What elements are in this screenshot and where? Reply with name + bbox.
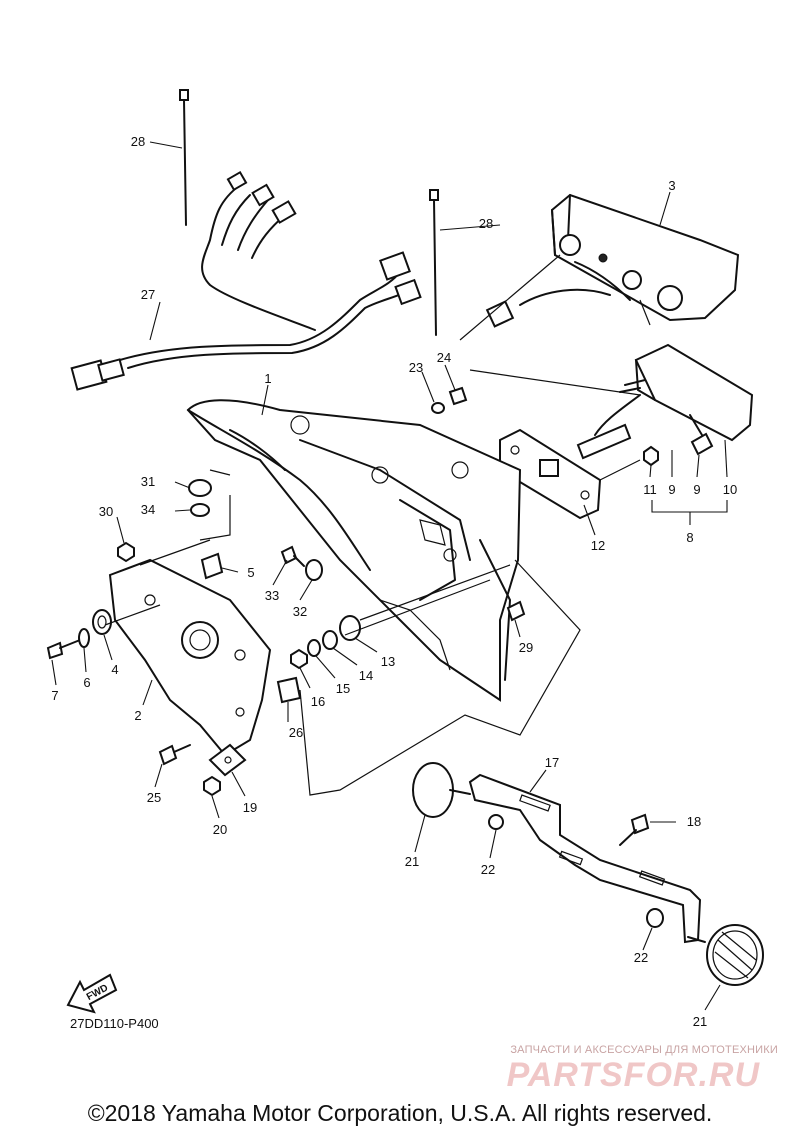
cable-tie-upper [179,89,189,226]
callout-25: 25 [147,790,161,805]
callout-30: 30 [99,504,113,519]
callout-19: 19 [243,800,257,815]
side-plate [108,558,272,777]
callout-21b: 21 [693,1014,707,1029]
callout-23: 23 [409,360,423,375]
callout-26: 26 [289,725,303,740]
callout-numbers: 1 2 3 4 5 6 7 8 9 9 10 11 12 13 14 15 16… [51,134,737,1029]
callout-14: 14 [359,668,373,683]
fwd-arrow: FWD [66,973,118,1014]
callout-32: 32 [293,604,307,619]
watermark-tagline: ЗАПЧАСТИ И АКСЕССУАРЫ ДЛЯ МОТОТЕХНИКИ [510,1044,778,1056]
reflector-right [687,924,764,986]
callout-34: 34 [141,502,155,517]
cable-tie-lower [429,189,439,336]
callout-20: 20 [213,822,227,837]
callout-22a: 22 [481,862,495,877]
callout-17: 17 [545,755,559,770]
callout-31: 31 [141,474,155,489]
callout-18: 18 [687,814,701,829]
callout-7: 7 [51,688,58,703]
watermark-logo: PARTSFOR.RU [506,1056,760,1094]
callout-2: 2 [134,708,141,723]
callout-11: 11 [643,482,657,497]
callout-5: 5 [247,565,254,580]
hardware-bolts [46,386,659,797]
callout-9a: 9 [668,482,675,497]
callout-21a: 21 [405,854,419,869]
callout-9b: 9 [693,482,700,497]
callout-24: 24 [437,350,451,365]
leader-lines [51,141,728,1011]
license-light [499,343,754,520]
callout-28a: 28 [131,134,145,149]
callout-29: 29 [519,640,533,655]
rear-fender-bracket [186,399,522,702]
callout-15: 15 [336,681,350,696]
callout-12: 12 [591,538,605,553]
callout-16: 16 [311,694,325,709]
wire-harness [70,170,422,391]
copyright-notice: ©2018 Yamaha Motor Corporation, U.S.A. A… [87,1100,713,1126]
reflector-left [412,762,471,818]
callout-4: 4 [111,662,118,677]
reflector-bracket [468,773,702,944]
callout-8: 8 [686,530,693,545]
callout-1: 1 [264,371,271,386]
callout-6: 6 [83,675,90,690]
callout-13: 13 [381,654,395,669]
diagram-code: 27DD110-P400 [70,1016,159,1031]
callout-10: 10 [723,482,737,497]
callout-33: 33 [265,588,279,603]
callout-27: 27 [141,287,155,302]
assembly-lines [104,254,641,796]
callout-22b: 22 [634,950,648,965]
callout-3: 3 [668,178,675,193]
callout-28b: 28 [479,216,493,231]
tail-light-assembly [485,193,740,328]
